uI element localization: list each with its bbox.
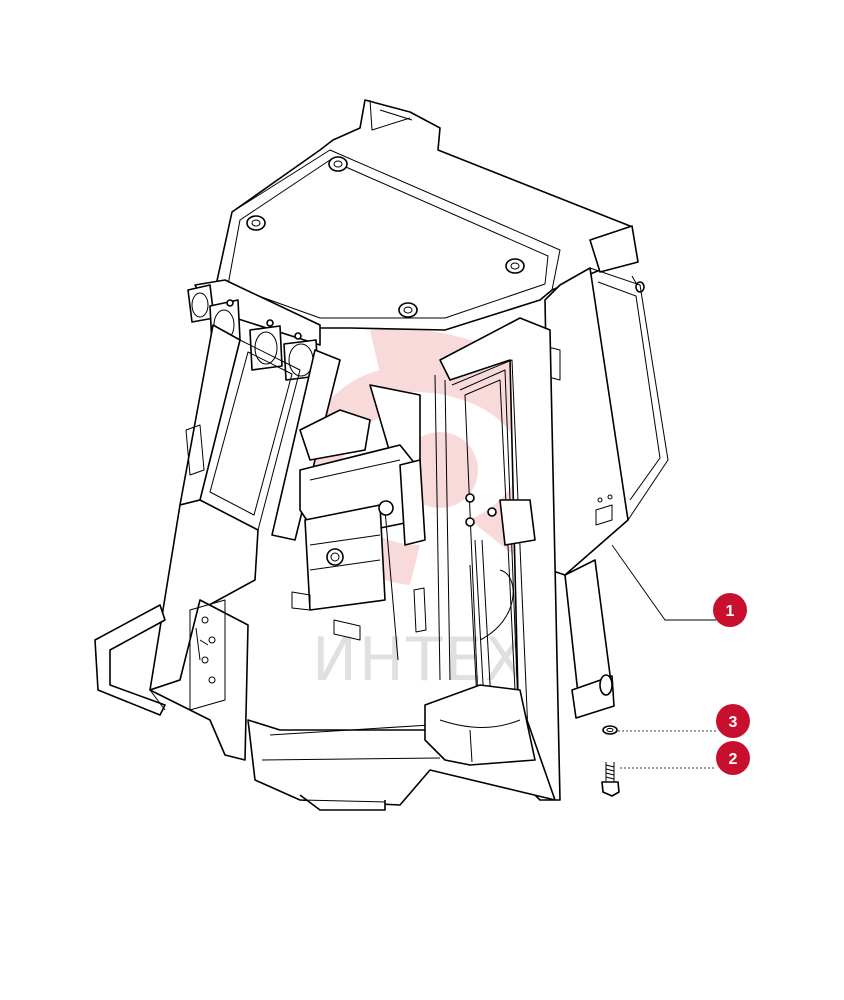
callout-number: 3 <box>729 714 738 731</box>
callout-number: 2 <box>729 751 738 768</box>
callout-2[interactable]: 2 <box>716 741 750 775</box>
cab-rear-right-panel <box>539 267 669 719</box>
cab-left-side <box>94 324 301 761</box>
callout-number: 1 <box>726 603 735 620</box>
leader-line-1 <box>611 544 716 621</box>
callout-1[interactable]: 1 <box>713 593 747 627</box>
cab-roof <box>214 99 645 331</box>
callout-circle <box>716 704 750 738</box>
cab-interior <box>291 384 536 721</box>
washer-part-3 <box>602 725 618 735</box>
callout-3[interactable]: 3 <box>716 704 750 738</box>
callout-circle <box>713 593 747 627</box>
fasteners <box>601 725 620 797</box>
callout-circle <box>716 741 750 775</box>
bolt-part-2 <box>601 762 620 797</box>
cab-floor <box>247 684 556 811</box>
watermark-text: ИНТЕХ <box>312 625 528 695</box>
